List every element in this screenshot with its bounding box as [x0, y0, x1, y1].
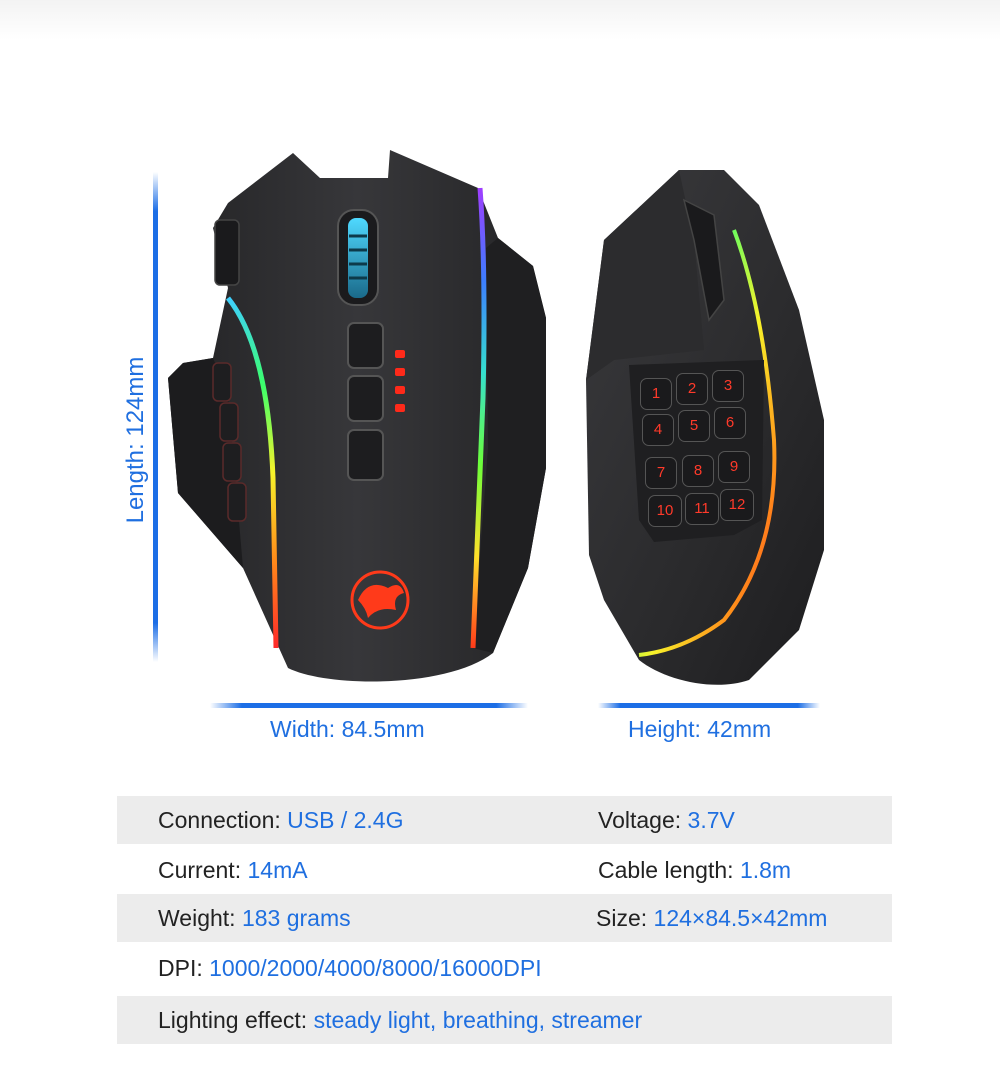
width-dimension-bar — [210, 703, 528, 708]
spec-value-voltage: 3.7V — [687, 807, 735, 833]
side-button-6[interactable]: 6 — [714, 407, 746, 439]
side-button-3[interactable]: 3 — [712, 370, 744, 402]
side-button-2[interactable]: 2 — [676, 373, 708, 405]
spec-value-current: 14mA — [247, 857, 308, 883]
spec-row: Current: 14mA Cable length: 1.8m — [117, 846, 892, 894]
width-label: Width: 84.5mm — [270, 716, 425, 742]
top-shade — [0, 0, 1000, 40]
spec-value-weight: 183 grams — [241, 905, 351, 931]
side-button-11[interactable]: 11 — [685, 493, 719, 525]
side-button-5[interactable]: 5 — [678, 410, 710, 442]
side-button-10[interactable]: 10 — [648, 495, 682, 527]
mouse-top-view — [168, 150, 546, 682]
side-button-8[interactable]: 8 — [682, 455, 714, 487]
spec-key-voltage: Voltage: — [598, 807, 682, 833]
height-label: Height: 42mm — [628, 716, 772, 742]
side-button-1[interactable]: 1 — [640, 378, 672, 410]
side-button-9[interactable]: 9 — [718, 451, 750, 483]
spec-value-connection: USB / 2.4G — [287, 807, 404, 833]
spec-row: DPI: 1000/2000/4000/8000/16000DPI — [117, 944, 892, 992]
spec-row: Connection: USB / 2.4G Voltage: 3.7V — [117, 796, 892, 844]
spec-value-dpi: 1000/2000/4000/8000/16000DPI — [209, 955, 542, 981]
side-button-12[interactable]: 12 — [720, 489, 754, 521]
height-dimension-bar — [598, 703, 820, 708]
spec-key-current: Current: — [158, 857, 242, 883]
side-button-4[interactable]: 4 — [642, 414, 674, 446]
spec-key-lighting-effect: Lighting effect: — [158, 1007, 308, 1033]
spec-key-dpi: DPI: — [158, 955, 203, 981]
spec-value-cable-length: 1.8m — [739, 857, 792, 883]
spec-value-size: 124×84.5×42mm — [653, 905, 828, 931]
spec-row: Weight: 183 grams Size: 124×84.5×42mm — [117, 894, 892, 942]
spec-value-lighting-effect: steady light, breathing, streamer — [313, 1007, 643, 1033]
spec-row: Lighting effect: steady light, breathing… — [117, 996, 892, 1044]
side-button-7[interactable]: 7 — [645, 457, 677, 489]
length-dimension-bar — [153, 172, 158, 662]
spec-key-cable-length: Cable length: — [598, 857, 734, 883]
spec-key-weight: Weight: — [158, 905, 236, 931]
spec-key-size: Size: — [596, 905, 648, 931]
length-label: Length: 124mm — [122, 356, 149, 524]
spec-key-connection: Connection: — [158, 807, 281, 833]
